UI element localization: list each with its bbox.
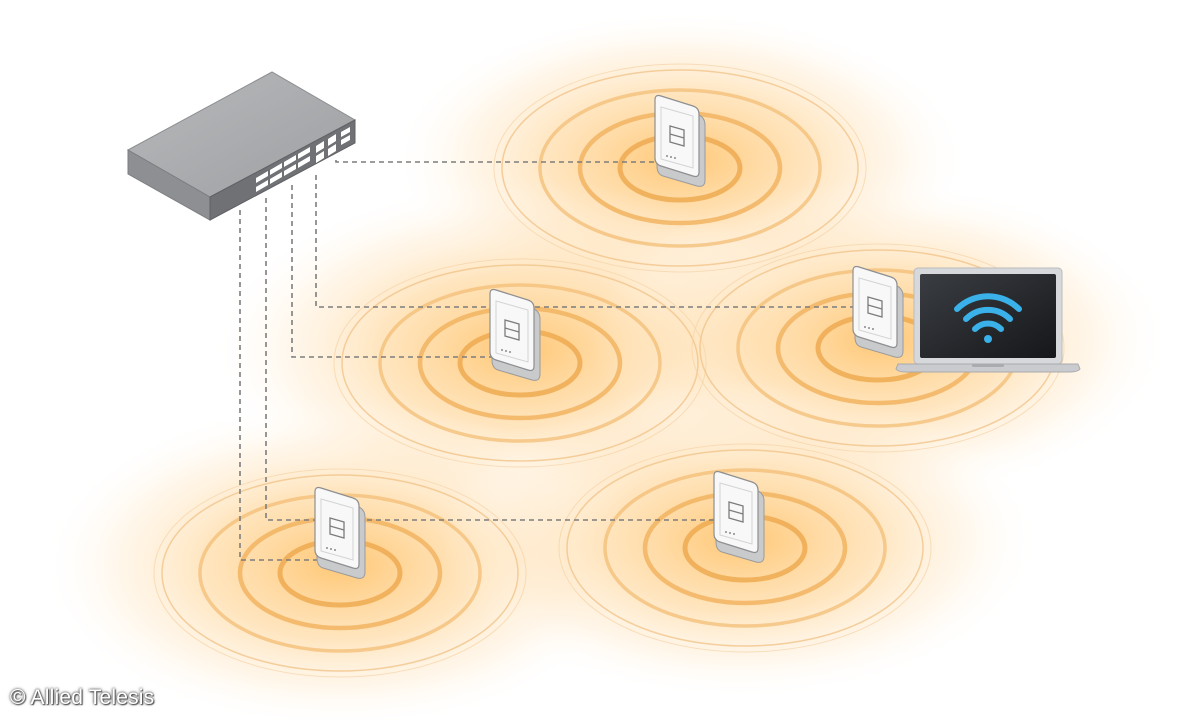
signal-ring <box>558 443 932 653</box>
access-points-layer <box>314 94 904 579</box>
network-switch-icon <box>126 71 357 221</box>
signal-ring <box>378 283 662 443</box>
signal-ring <box>333 258 707 468</box>
signal-ring <box>153 468 527 678</box>
signal-ring <box>566 449 924 647</box>
ap-middle-left-icon <box>489 288 541 381</box>
ap-top-icon <box>654 94 706 187</box>
ap-middle-right-icon <box>852 265 904 358</box>
signal-ring <box>501 69 859 267</box>
wifi-icon <box>954 293 1022 332</box>
copyright-credit: © Allied Telesis <box>10 686 155 709</box>
cables-layer <box>239 160 862 561</box>
signal-ring <box>161 474 519 672</box>
cable-to-ap-middle-left <box>291 185 500 358</box>
cable-to-ap-top <box>335 160 668 163</box>
wifi-dot <box>984 335 992 343</box>
signal-ring <box>538 88 822 248</box>
signal-ring <box>691 243 1065 453</box>
cable-to-ap-bottom-left <box>239 210 326 561</box>
laptop-icon <box>895 267 1081 373</box>
signal-ring <box>493 63 867 273</box>
ap-bottom-left-icon <box>314 486 366 579</box>
signal-ring <box>341 264 699 462</box>
cable-to-ap-middle-right <box>315 175 862 308</box>
ap-bottom-right-icon <box>713 470 765 563</box>
signal-ring <box>603 468 887 628</box>
